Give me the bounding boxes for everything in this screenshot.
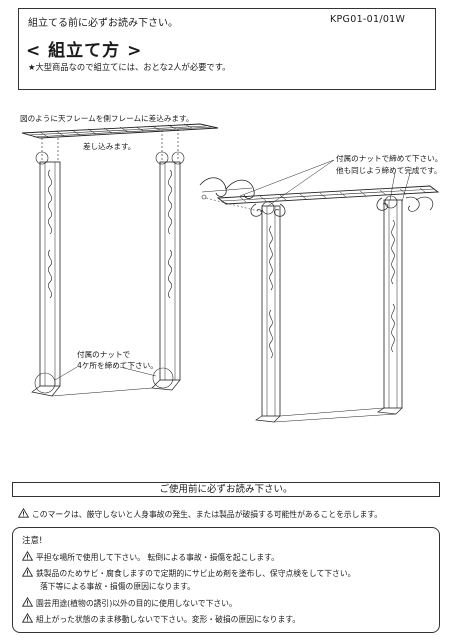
- warning-mark-line: このマークは、厳守しないと人身事故の発生、または製品が破損する可能性があることを…: [18, 508, 382, 520]
- right-side-frame-a: [255, 205, 281, 423]
- right-side-frame-b: [273, 199, 403, 423]
- notice-item: 鉄製品のためサビ・腐食しますので定期的にサビ止め剤を塗布し、保守点検をして下さい…: [22, 567, 355, 579]
- warning-triangle-icon: [22, 551, 33, 561]
- caution-banner: ご使用前に必ずお読み下さい。: [12, 482, 440, 497]
- page-title: < 組立て方 >: [26, 41, 143, 61]
- step1-instruction: 図のように天フレームを側フレームに差込みます。: [20, 114, 194, 123]
- notice-item-continuation: 落下等による事故・損傷の原因になります。: [40, 582, 195, 591]
- header-box: [18, 8, 436, 90]
- notice-item: 園芸用途(植物の誘引)以外の目的に使用しないで下さい。: [22, 597, 237, 609]
- warning-mark-text: このマークは、厳守しないと人身事故の発生、または製品が破損する可能性があることを…: [32, 510, 383, 519]
- notice-title: 注意!: [22, 536, 43, 546]
- nut-right-line1: 付属のナットで締めて下さい。: [336, 154, 443, 163]
- nut-left-line2: 4ケ所を締めて下さい。: [77, 361, 158, 370]
- notice-item: 組上がった状態のまま移動しないで下さい。変形・破損の原因になります。: [22, 613, 300, 625]
- right-top-frame: [216, 185, 440, 205]
- nut-right-line2: 他も同じよう締めて完成です。: [336, 166, 442, 175]
- left-top-frame: [21, 123, 219, 160]
- notice-item-text: 園芸用途(植物の誘引)以外の目的に使用しないで下さい。: [36, 599, 237, 608]
- warning-triangle-icon: [18, 508, 29, 518]
- notice-item-text: 平担な場所で使用して下さい。 転倒による事故・損傷を起こします。: [36, 553, 279, 562]
- warning-triangle-icon: [22, 597, 33, 607]
- notice-box: [12, 527, 440, 633]
- notice-item: 平担な場所で使用して下さい。 転倒による事故・損傷を起こします。: [22, 551, 279, 563]
- product-code: KPG01-01/01W: [330, 14, 406, 25]
- subtitle: ★大型商品なので組立てには、おとな2人が必要です。: [28, 62, 231, 72]
- notice-item-text: 鉄製品のためサビ・腐食しますので定期的にサビ止め剤を塗布し、保守点検をして下さい…: [36, 569, 356, 578]
- warning-triangle-icon: [22, 613, 33, 623]
- nut-left-line1: 付属のナットで: [77, 350, 131, 359]
- scroll-bracket-detail: [199, 177, 263, 213]
- notice-item-text: 組上がった状態のまま移動しないで下さい。変形・破損の原因になります。: [36, 615, 301, 624]
- pre-read-note: 組立てる前に必ずお読み下さい。: [28, 18, 178, 29]
- left-side-frame-a: [31, 151, 61, 397]
- insert-label: 差し込みます。: [83, 142, 136, 151]
- left-side-frame-b: [51, 151, 185, 397]
- warning-triangle-icon: [22, 567, 33, 577]
